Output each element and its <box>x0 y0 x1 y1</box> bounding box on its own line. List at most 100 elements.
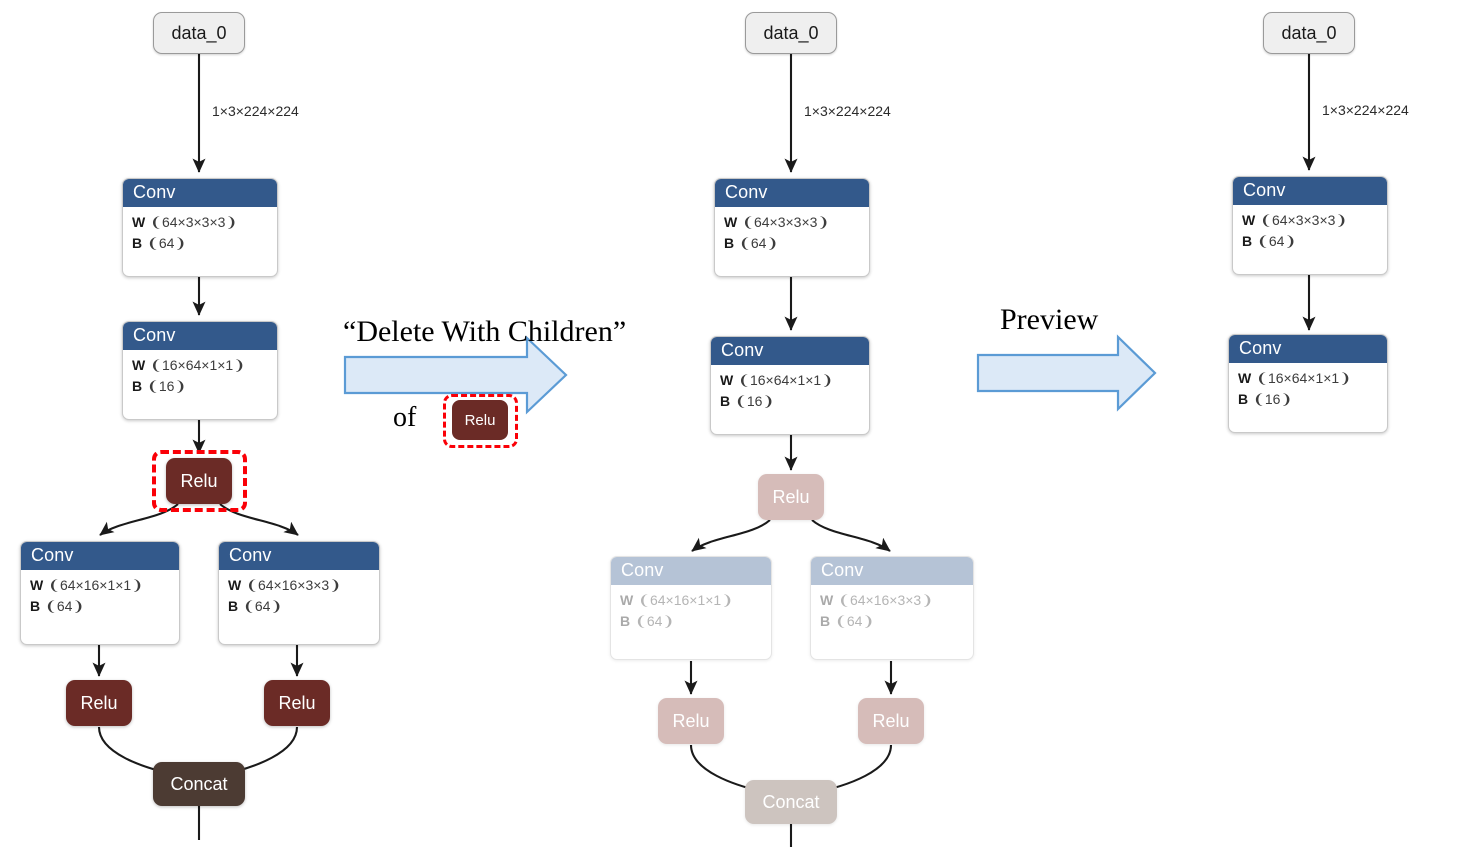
node-relu-main-original[interactable]: Relu <box>166 458 232 504</box>
attr-key-b: B <box>1242 233 1253 250</box>
node-conv1-preview[interactable]: Conv W❨64×3×3×3❩ B❨64❩ <box>714 178 870 277</box>
node-label: data_0 <box>1281 22 1337 43</box>
attr-key-w: W <box>30 577 44 594</box>
node-label: Relu <box>872 710 910 731</box>
attr-key-w: W <box>1238 370 1252 387</box>
attr-key-b: B <box>620 613 631 630</box>
node-attrs: W❨64×3×3×3❩ B❨64❩ <box>1233 205 1387 258</box>
node-label: Concat <box>762 791 820 812</box>
attr-key-b: B <box>720 393 731 410</box>
node-label: Relu <box>180 470 218 491</box>
node-attrs: W❨16×64×1×1❩ B❨16❩ <box>123 350 277 403</box>
node-label: Relu <box>772 486 810 507</box>
annotation-preview: Preview <box>1000 303 1099 336</box>
attr-val-w: ❨64×16×3×3❩ <box>838 592 933 609</box>
node-conv2-preview[interactable]: Conv W❨16×64×1×1❩ B❨16❩ <box>710 336 870 435</box>
attr-val-w: ❨64×16×1×1❩ <box>638 592 733 609</box>
edge-label-input-to-conv1-preview: 1×3×224×224 <box>804 103 891 119</box>
attr-val-b: ❨64❩ <box>635 613 675 630</box>
node-data_0-original[interactable]: data_0 <box>153 12 245 54</box>
node-title: Conv <box>123 322 277 351</box>
attr-row-w: W❨64×16×3×3❩ <box>228 575 379 596</box>
node-label: data_0 <box>763 22 819 43</box>
node-relu-left-preview[interactable]: Relu <box>658 698 724 744</box>
node-attrs: W❨64×16×3×3❩ B❨64❩ <box>219 570 379 623</box>
node-conv2-result[interactable]: Conv W❨16×64×1×1❩ B❨16❩ <box>1228 334 1388 433</box>
attr-key-b: B <box>820 613 831 630</box>
attr-val-b: ❨64❩ <box>45 598 85 615</box>
node-title: Conv <box>611 557 771 586</box>
attr-val-w: ❨16×64×1×1❩ <box>1256 370 1351 387</box>
node-conv2-original[interactable]: Conv W❨16×64×1×1❩ B❨16❩ <box>122 321 278 420</box>
attr-val-b: ❨64❩ <box>1257 233 1297 250</box>
attr-val-w: ❨64×3×3×3❩ <box>742 214 830 231</box>
attr-row-w: W❨64×16×1×1❩ <box>620 590 771 611</box>
node-concat-original[interactable]: Concat <box>153 762 245 806</box>
attr-row-w: W❨64×16×3×3❩ <box>820 590 973 611</box>
node-attrs: W❨16×64×1×1❩ B❨16❩ <box>1229 363 1387 416</box>
attr-val-w: ❨64×16×1×1❩ <box>48 577 143 594</box>
attr-val-w: ❨16×64×1×1❩ <box>738 372 833 389</box>
node-conv-left-original[interactable]: Conv W❨64×16×1×1❩ B❨64❩ <box>20 541 180 645</box>
node-conv1-result[interactable]: Conv W❨64×3×3×3❩ B❨64❩ <box>1232 176 1388 275</box>
attr-row-w: W❨64×3×3×3❩ <box>1242 210 1387 231</box>
attr-row-b: B❨64❩ <box>620 611 771 632</box>
attr-row-w: W❨16×64×1×1❩ <box>132 355 277 376</box>
attr-key-b: B <box>30 598 41 615</box>
attr-val-b: ❨64❩ <box>835 613 875 630</box>
node-relu-main-preview[interactable]: Relu <box>758 474 824 520</box>
node-relu-right-preview[interactable]: Relu <box>858 698 924 744</box>
attr-row-b: B❨64❩ <box>1242 231 1387 252</box>
attr-row-w: W❨16×64×1×1❩ <box>720 370 869 391</box>
attr-row-b: B❨64❩ <box>820 611 973 632</box>
attr-row-b: B❨64❩ <box>724 233 869 254</box>
node-concat-preview[interactable]: Concat <box>745 780 837 824</box>
node-relu-left-original[interactable]: Relu <box>66 680 132 726</box>
node-label: Relu <box>464 411 496 429</box>
attr-val-b: ❨16❩ <box>735 393 775 410</box>
attr-key-b: B <box>724 235 735 252</box>
node-conv-right-original[interactable]: Conv W❨64×16×3×3❩ B❨64❩ <box>218 541 380 645</box>
node-conv-left-preview[interactable]: Conv W❨64×16×1×1❩ B❨64❩ <box>610 556 772 660</box>
node-data_0-result[interactable]: data_0 <box>1263 12 1355 54</box>
annotation-of: of <box>393 402 417 433</box>
attr-val-b: ❨16❩ <box>147 378 187 395</box>
selection-highlight-relu <box>152 450 247 512</box>
attr-row-w: W❨16×64×1×1❩ <box>1238 368 1387 389</box>
node-title: Conv <box>123 179 277 208</box>
arrow-preview <box>976 334 1157 412</box>
node-title: Conv <box>811 557 973 586</box>
attr-val-w: ❨16×64×1×1❩ <box>150 357 245 374</box>
node-conv1-original[interactable]: Conv W❨64×3×3×3❩ B❨64❩ <box>122 178 278 277</box>
node-title: Conv <box>21 542 179 571</box>
attr-key-w: W <box>132 357 146 374</box>
node-label: data_0 <box>171 22 227 43</box>
node-data_0-preview[interactable]: data_0 <box>745 12 837 54</box>
selection-highlight-relu-inline <box>443 394 518 448</box>
attr-key-b: B <box>132 378 143 395</box>
node-attrs: W❨64×16×1×1❩ B❨64❩ <box>21 570 179 623</box>
attr-row-b: B❨16❩ <box>720 391 869 412</box>
annotation-delete-with-children: “Delete With Children” <box>343 315 627 348</box>
node-label: Relu <box>80 692 118 713</box>
attr-val-w: ❨64×3×3×3❩ <box>150 214 238 231</box>
attr-val-w: ❨64×3×3×3❩ <box>1260 212 1348 229</box>
node-conv-right-preview[interactable]: Conv W❨64×16×3×3❩ B❨64❩ <box>810 556 974 660</box>
node-title: Conv <box>1233 177 1387 206</box>
attr-val-b: ❨64❩ <box>739 235 779 252</box>
node-title: Conv <box>711 337 869 366</box>
attr-row-b: B❨16❩ <box>1238 389 1387 410</box>
attr-key-w: W <box>1242 212 1256 229</box>
attr-key-w: W <box>620 592 634 609</box>
attr-row-w: W❨64×16×1×1❩ <box>30 575 179 596</box>
node-relu-right-original[interactable]: Relu <box>264 680 330 726</box>
node-relu-inline-reference[interactable]: Relu <box>452 400 508 440</box>
attr-key-w: W <box>720 372 734 389</box>
node-label: Relu <box>672 710 710 731</box>
node-label: Relu <box>278 692 316 713</box>
node-attrs: W❨64×16×1×1❩ B❨64❩ <box>611 585 771 638</box>
edge-label-input-to-conv1-original: 1×3×224×224 <box>212 103 299 119</box>
edge-label-input-to-conv1-result: 1×3×224×224 <box>1322 102 1409 118</box>
node-title: Conv <box>715 179 869 208</box>
